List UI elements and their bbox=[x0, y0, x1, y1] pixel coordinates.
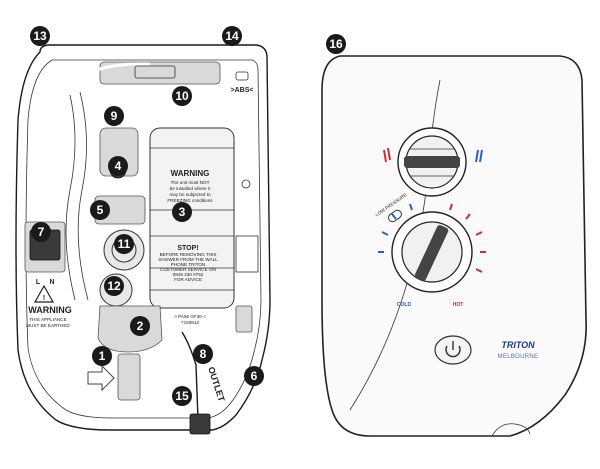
svg-text:11: 11 bbox=[118, 237, 131, 251]
stop-label-line-1: BEFORE REMOVING THIS bbox=[160, 252, 217, 257]
inlet-pipe-inner bbox=[40, 62, 151, 201]
tick-cold-1 bbox=[475, 149, 479, 163]
svg-text:3: 3 bbox=[179, 205, 186, 219]
interior-view: L N ! WARNING THIS APPLIANCE MUST BE EAR… bbox=[15, 44, 271, 435]
badge-9: 9 bbox=[104, 106, 124, 126]
inlet-arrow-icon bbox=[87, 364, 115, 392]
range-tick-hot-3 bbox=[475, 231, 483, 236]
top-bracket-slot bbox=[134, 65, 176, 79]
svg-text:14: 14 bbox=[225, 29, 239, 43]
badge-11: 11 bbox=[114, 234, 134, 254]
svg-text:15: 15 bbox=[175, 389, 189, 403]
front-cover-bottom-notch bbox=[491, 423, 531, 437]
stop-label-line-2: SHOWER FROM THE WALL bbox=[158, 257, 218, 262]
screw-hole-right bbox=[241, 179, 251, 189]
model-name: MELBOURNE bbox=[498, 354, 539, 360]
heater-tank bbox=[149, 127, 235, 309]
top-bracket bbox=[99, 61, 221, 85]
stop-label-title: STOP! bbox=[177, 245, 198, 252]
badge-3: 3 bbox=[172, 202, 192, 222]
svg-text:4: 4 bbox=[115, 159, 122, 173]
side-bracket bbox=[235, 235, 259, 273]
freeze-warning-line-1: The unit must NOT bbox=[171, 180, 210, 185]
freeze-warning-line-2: be installed where it bbox=[170, 186, 211, 191]
outlet-label: OUTLET bbox=[206, 366, 227, 404]
svg-text:12: 12 bbox=[107, 279, 121, 293]
terminal-letter-l: L bbox=[36, 279, 41, 286]
badge-12: 12 bbox=[104, 276, 124, 296]
terminal-letter-n: N bbox=[49, 279, 54, 286]
range-tick-hot-1 bbox=[449, 203, 453, 211]
svg-text:13: 13 bbox=[33, 29, 47, 43]
svg-text:6: 6 bbox=[251, 369, 258, 383]
abs-icon bbox=[235, 71, 249, 81]
range-tick-hot-2 bbox=[465, 213, 471, 220]
power-icon bbox=[445, 341, 461, 358]
badge-4: 4 bbox=[108, 156, 128, 176]
badge-10: 10 bbox=[172, 86, 192, 106]
temp-dial-grip bbox=[414, 225, 449, 281]
outlet-stem bbox=[117, 353, 141, 401]
hot-label: HOT bbox=[453, 302, 464, 308]
svg-text:2: 2 bbox=[137, 319, 144, 333]
brand-logo: TRITON bbox=[501, 340, 535, 350]
svg-text:5: 5 bbox=[97, 203, 104, 217]
top-dial-grip bbox=[404, 156, 460, 168]
freeze-warning-title: WARNING bbox=[171, 169, 210, 178]
badge-14: 14 bbox=[222, 26, 242, 46]
stop-label-line-3: PHONE TRITON bbox=[171, 262, 206, 267]
stop-label-line-5: 0845 330 0752 bbox=[173, 272, 204, 277]
stop-label-line-4: CUSTOMER SERVICE ON bbox=[160, 267, 216, 272]
badge-15: 15 bbox=[172, 386, 192, 406]
right-connector bbox=[235, 305, 253, 333]
earth-warning-mark: ! bbox=[43, 295, 45, 302]
svg-text:1: 1 bbox=[99, 349, 106, 363]
earth-warning-icon bbox=[33, 284, 55, 303]
range-tick-cold-3 bbox=[391, 213, 397, 220]
stop-label-line-6: FOR ADVICE bbox=[174, 277, 202, 282]
badge-5: 5 bbox=[90, 200, 110, 220]
svg-text:7: 7 bbox=[38, 225, 45, 239]
front-cover-curve bbox=[349, 79, 441, 411]
range-tick-hot-5 bbox=[475, 268, 483, 273]
badge-1: 1 bbox=[92, 346, 112, 366]
tick-cold-2 bbox=[479, 149, 483, 163]
earth-warning-title: WARNING bbox=[28, 305, 72, 315]
material-mark: > PA66 GF30 < bbox=[174, 314, 206, 319]
earth-warning-line-1: THIS APPLIANCE bbox=[29, 317, 66, 322]
badge-2: 2 bbox=[130, 316, 150, 336]
freeze-warning-line-4: FREEZING conditions bbox=[167, 198, 213, 203]
part-number: 7100813 bbox=[181, 320, 199, 325]
backplate-inner bbox=[25, 59, 262, 419]
svg-text:16: 16 bbox=[329, 37, 343, 51]
backplate-outline bbox=[15, 44, 271, 431]
outlet-fitting bbox=[189, 413, 211, 435]
svg-text:8: 8 bbox=[200, 347, 207, 361]
outlet-pipe bbox=[181, 331, 199, 421]
lower-assembly bbox=[97, 305, 163, 353]
range-tick-cold-4 bbox=[409, 203, 413, 211]
badge-6: 6 bbox=[244, 366, 264, 386]
front-view: LOW PRESSURE COLD HOT TRITON MELBOURNE bbox=[321, 55, 587, 437]
earth-warning-line-2: MUST BE EARTHED bbox=[26, 323, 70, 328]
svg-text:9: 9 bbox=[111, 109, 118, 123]
badge-7: 7 bbox=[31, 222, 51, 242]
tick-hot-1 bbox=[383, 149, 387, 163]
low-pressure-indicator bbox=[388, 209, 402, 223]
badge-13: 13 bbox=[30, 26, 50, 46]
tick-hot-2 bbox=[387, 147, 391, 161]
badge-8: 8 bbox=[193, 344, 213, 364]
cable-2 bbox=[77, 91, 89, 301]
cable-1 bbox=[65, 94, 76, 301]
badge-16: 16 bbox=[326, 34, 346, 54]
abs-mark: >ABS< bbox=[231, 87, 254, 94]
svg-text:10: 10 bbox=[175, 89, 189, 103]
freeze-warning-line-3: may be subjected to bbox=[169, 192, 211, 197]
cold-label: COLD bbox=[397, 302, 412, 308]
range-tick-cold-2 bbox=[381, 231, 389, 236]
